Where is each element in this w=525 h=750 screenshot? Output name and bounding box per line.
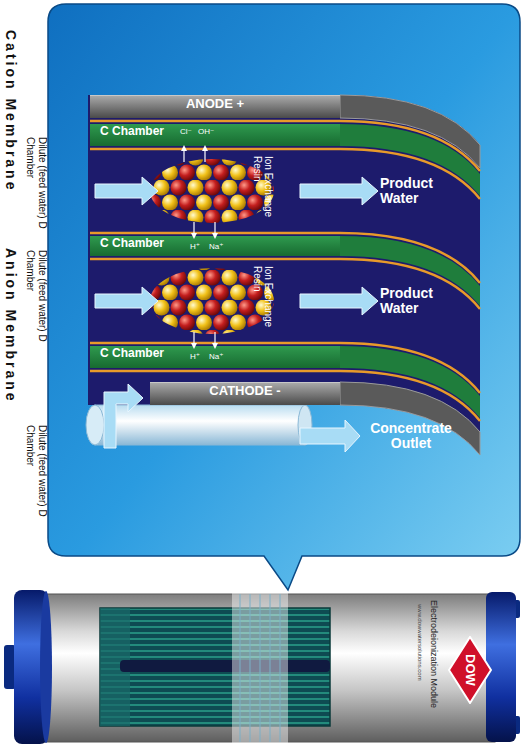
ion-label: Na⁺ — [209, 242, 223, 251]
feed-arrow — [95, 287, 158, 315]
ion-label: OH⁻ — [198, 127, 214, 136]
chamber-label: Dilute (feed water) D Chamber — [24, 250, 48, 350]
chamber-label: Dilute (feed water) D Chamber — [24, 137, 48, 237]
cathode-band: CATHODE - — [150, 382, 340, 405]
chamber-label: C Chamber — [100, 236, 164, 250]
concentrate-pipe — [95, 405, 305, 445]
ion-arrow — [193, 222, 194, 234]
ion-arrow — [214, 222, 215, 234]
membrane-label: Cation Membrane — [3, 30, 19, 240]
concentrate-arrow — [300, 420, 360, 452]
strip-line — [240, 594, 241, 742]
stack-backdrop — [88, 95, 480, 455]
end-cap — [486, 592, 516, 742]
chamber-label: C Chamber — [100, 346, 164, 360]
ion-label: H⁺ — [190, 242, 200, 251]
c-chamber-band: C Chamber — [90, 124, 340, 146]
ion-arrow — [183, 150, 184, 162]
resin-label: Ion Exchange Resin — [252, 266, 274, 338]
electrode-label: ANODE + — [90, 96, 340, 111]
strip-line — [270, 594, 271, 742]
strip-line — [260, 594, 261, 742]
ion-label: Cl⁻ — [180, 127, 192, 136]
pipe-end — [86, 405, 104, 445]
outlet-label: Product Water — [380, 176, 442, 206]
product-name: Electrodeionization Module — [428, 600, 439, 710]
electrode-label: CATHODE - — [150, 383, 340, 398]
ion-label: H⁺ — [190, 352, 200, 361]
strip-line — [250, 594, 251, 742]
module-cutaway — [100, 608, 330, 726]
logo-shape — [449, 637, 491, 703]
inlet-arrow — [104, 384, 143, 448]
end-cap-lip — [40, 591, 52, 743]
d-chamber: Dilute (feed water) D ChamberIon Exchang… — [90, 152, 340, 230]
cathode-curve — [340, 382, 480, 455]
chamber-label: Dilute (feed water) D Chamber — [24, 425, 48, 525]
anode-band: ANODE + — [90, 95, 340, 118]
membrane-label: Anion Membrane — [3, 248, 19, 438]
chamber-label: C Chamber — [100, 124, 164, 138]
outlet-label: Concentrate Outlet — [365, 421, 457, 451]
web-address: www.dowwatersolutions.com — [416, 604, 423, 704]
cation-membrane-line — [90, 121, 480, 171]
ion-arrow — [193, 332, 194, 344]
product-arrow — [300, 177, 378, 205]
section-strip — [232, 592, 288, 744]
ion-label: Na⁺ — [209, 352, 223, 361]
product-arrow — [300, 287, 378, 315]
d-chamber: Dilute (feed water) D ChamberIon Exchang… — [90, 262, 340, 340]
strip-line — [280, 594, 281, 742]
feed-arrow — [95, 177, 158, 205]
edi-module: Electrodeionization Module www.dowwaterso… — [12, 588, 518, 745]
outlet-label: Product Water — [380, 286, 442, 316]
ion-arrow — [214, 332, 215, 344]
brand-name: DOW — [462, 650, 478, 690]
center-rod — [120, 660, 330, 672]
callout-panel — [48, 4, 520, 590]
brand-logo: DOW — [448, 636, 492, 704]
ion-arrow — [204, 150, 205, 162]
resin-label: Ion Exchange Resin — [252, 156, 274, 228]
